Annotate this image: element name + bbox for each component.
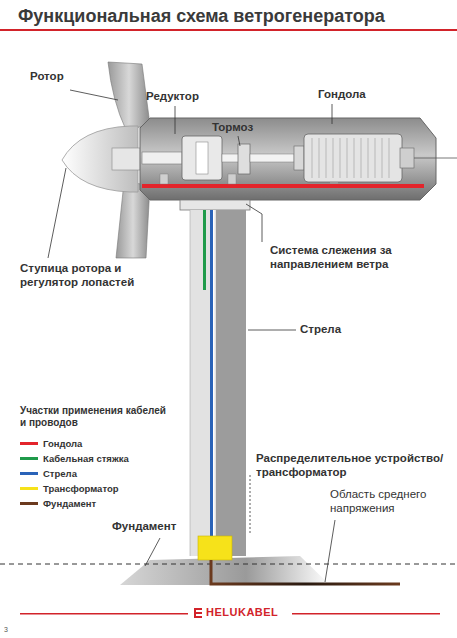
legend-swatch [20, 502, 38, 505]
legend-item: Кабельная стяжка [20, 453, 129, 464]
legend-swatch [20, 442, 38, 445]
legend-swatch [20, 487, 38, 490]
motor-fin [333, 138, 334, 178]
motor-fin [340, 138, 341, 178]
legend-item: Гондола [20, 438, 82, 449]
part-label: Тормоз [212, 121, 253, 135]
motor-fin [326, 138, 327, 178]
motor-fin [361, 138, 362, 178]
legend-text: Кабельная стяжка [43, 453, 129, 464]
page-number: 3 [4, 626, 8, 634]
motor-fin [382, 138, 383, 178]
area-label: Область среднего напряжения [330, 488, 448, 516]
motor-fin [319, 138, 320, 178]
brand-logo: HELUKABEL [206, 606, 278, 619]
legend-item: Трансформатор [20, 483, 119, 494]
legend-text: Стрела [43, 468, 77, 479]
legend-item: Фундамент [20, 498, 96, 509]
part-label: Система слежения за направлением ветра [270, 244, 430, 272]
legend-text: Трансформатор [43, 483, 119, 494]
legend-item: Стрела [20, 468, 77, 479]
legend-swatch [20, 472, 38, 475]
legend-heading: Участки применения кабелей и проводов [20, 405, 170, 429]
part-label: Фундамент [112, 520, 176, 534]
legend-swatch [20, 457, 38, 460]
part-label: Гондола [318, 88, 366, 102]
motor-fin [389, 138, 390, 178]
motor-fin [368, 138, 369, 178]
part-label: Распределительное устройство/ трансформа… [256, 452, 446, 480]
legend-text: Фундамент [43, 498, 96, 509]
motor-fin [312, 138, 313, 178]
part-label: Ступица ротора и регулятор лопастей [20, 262, 180, 290]
motor-fin [354, 138, 355, 178]
part-label: Редуктор [146, 90, 199, 104]
title: Функциональная схема ветрогенератора [18, 6, 385, 28]
legend-text: Гондола [43, 438, 82, 449]
motor-fin [375, 138, 376, 178]
part-label: Стрела [300, 323, 341, 337]
motor-fin [347, 138, 348, 178]
part-label: Ротор [30, 70, 64, 84]
